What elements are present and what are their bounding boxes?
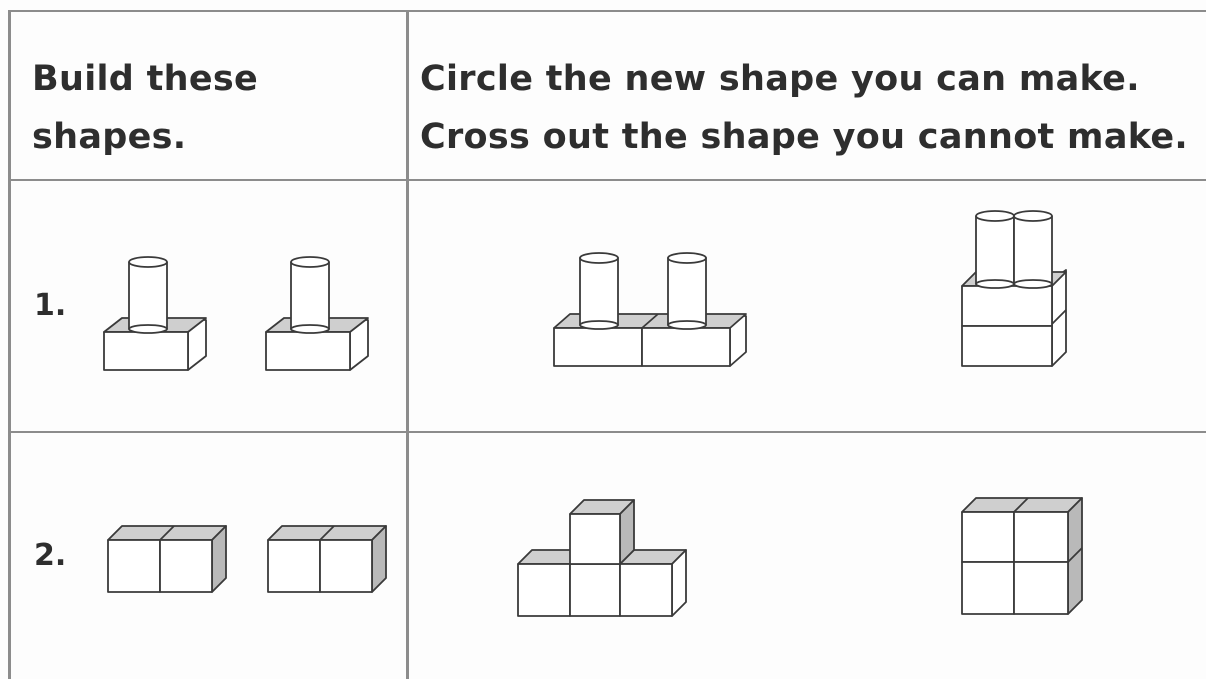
table-left-border — [8, 10, 11, 679]
right-header-line-1: Circle the new shape you can make. — [420, 50, 1140, 108]
two-cylinders-on-long-block-figure — [550, 248, 750, 372]
left-header-line-1: Build these — [32, 50, 258, 108]
row-number-1: 1. — [34, 288, 66, 323]
cylinder-on-block-figure — [262, 252, 374, 374]
row-divider-header — [8, 179, 1206, 181]
two-cylinders-on-stacked-blocks-figure — [958, 206, 1072, 372]
two-cube-bar-figure — [104, 522, 230, 596]
t-shape-cubes-figure — [514, 496, 694, 620]
cylinder-on-block-figure — [100, 252, 212, 374]
row-number-2: 2. — [34, 538, 66, 573]
right-header-line-2: Cross out the shape you cannot make. — [420, 108, 1188, 166]
left-header-line-2: shapes. — [32, 108, 186, 166]
column-divider — [406, 10, 409, 679]
table-top-border — [8, 10, 1206, 12]
row-divider-1 — [8, 431, 1206, 433]
square-of-four-cubes-figure — [958, 494, 1086, 618]
two-cube-bar-figure — [264, 522, 390, 596]
